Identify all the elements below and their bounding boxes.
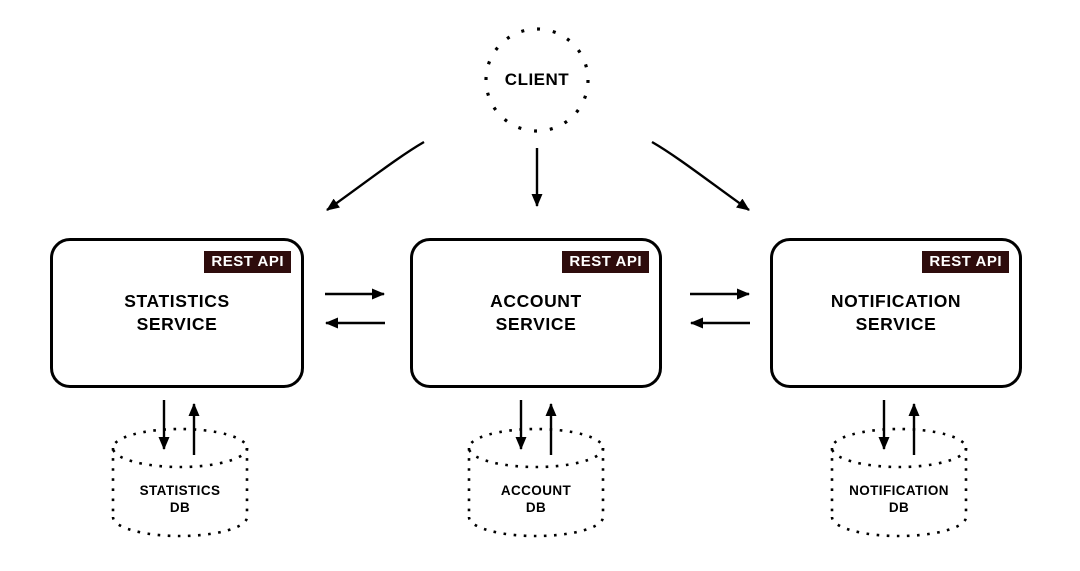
notification-db-label-line1: NOTIFICATION — [849, 483, 949, 498]
notification-service-label-line2: SERVICE — [855, 314, 937, 334]
arrow-client-to-notification-service — [651, 140, 750, 211]
statistics-service-box: REST API STATISTICS SERVICE — [50, 238, 304, 388]
notification-service-label-line1: NOTIFICATION — [830, 291, 962, 311]
statistics-service-label-line1: STATISTICS — [124, 291, 230, 311]
client-node-label: CLIENT — [504, 70, 570, 89]
account-db-label-line2: DB — [525, 500, 547, 515]
statistics-db-label: STATISTICS DB — [110, 482, 250, 516]
account-service-box: REST API ACCOUNT SERVICE — [410, 238, 662, 388]
account-service-label-line1: ACCOUNT — [490, 291, 582, 311]
notification-db-label-line2: DB — [888, 500, 910, 515]
statistics-service-label: STATISTICS SERVICE — [124, 290, 230, 336]
account-db-cylinder-icon — [467, 427, 605, 538]
account-db-label-line1: ACCOUNT — [500, 483, 572, 498]
notification-db-cylinder-icon — [830, 427, 968, 538]
notification-db-label: NOTIFICATION DB — [829, 482, 969, 516]
statistics-db-label-line2: DB — [169, 500, 191, 515]
notification-service-box: REST API NOTIFICATION SERVICE — [770, 238, 1022, 388]
statistics-db-label-line1: STATISTICS — [139, 483, 221, 498]
statistics-service-label-line2: SERVICE — [136, 314, 218, 334]
notification-service-label: NOTIFICATION SERVICE — [831, 290, 961, 336]
account-rest-api-badge: REST API — [562, 251, 649, 273]
account-service-label: ACCOUNT SERVICE — [490, 290, 582, 336]
account-service-label-line2: SERVICE — [495, 314, 577, 334]
client-circle-icon — [484, 27, 590, 133]
notification-rest-api-badge: REST API — [922, 251, 1009, 273]
statistics-db-cylinder-icon — [111, 427, 249, 538]
account-db-label: ACCOUNT DB — [466, 482, 606, 516]
statistics-rest-api-badge: REST API — [204, 251, 291, 273]
arrow-client-to-statistics-service — [326, 140, 425, 211]
